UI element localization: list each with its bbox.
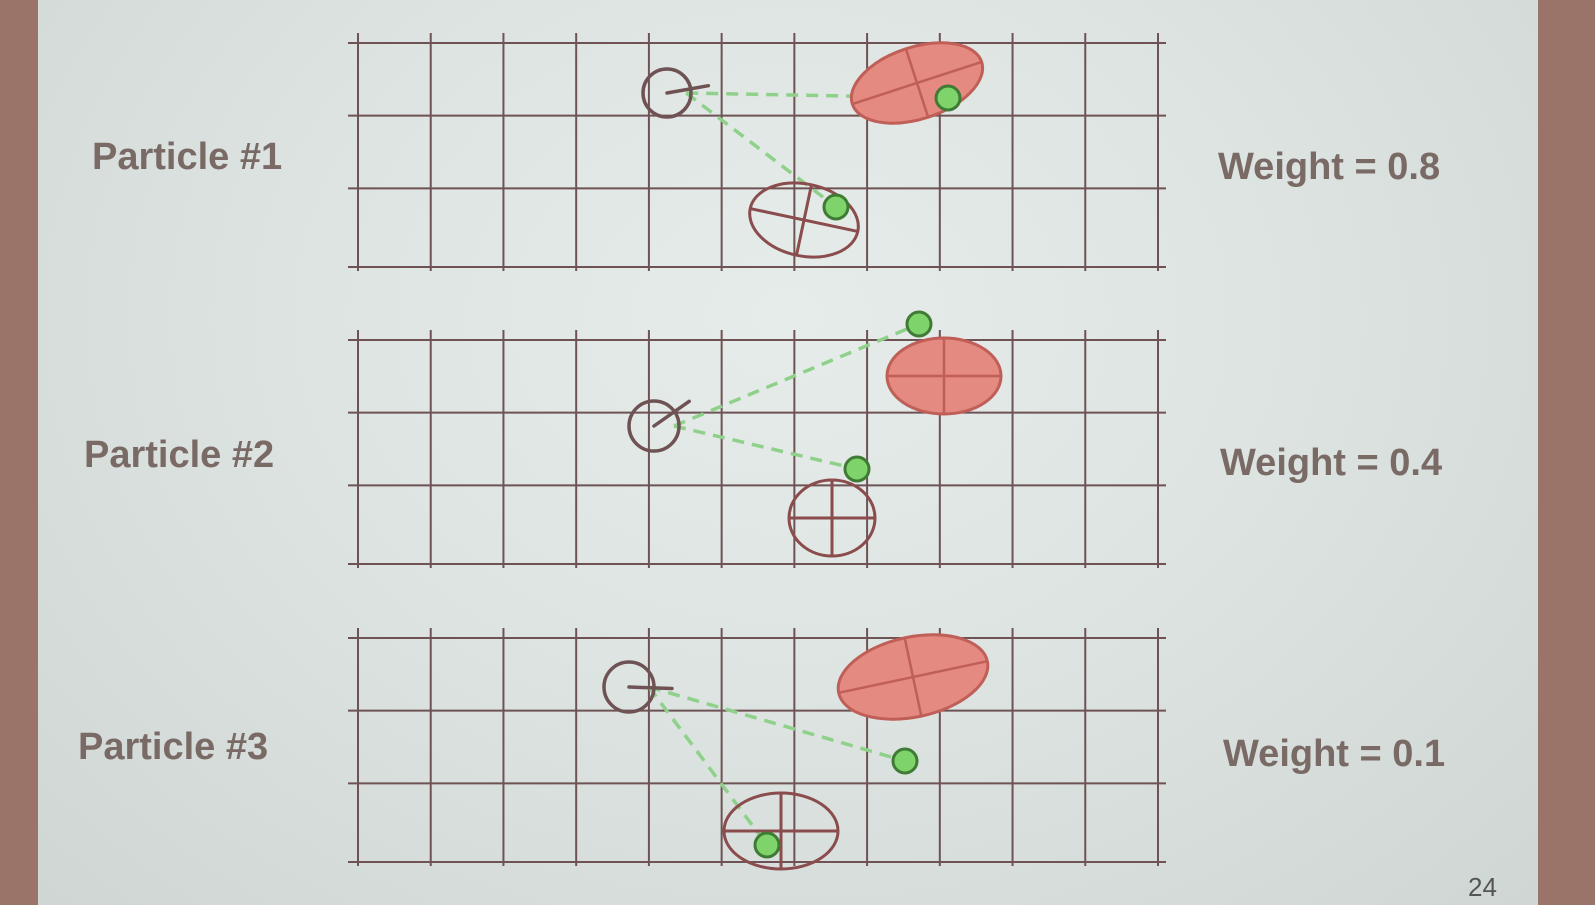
particle-3-grid [348, 628, 1166, 871]
robot-pose [627, 399, 691, 453]
robot-circle [641, 67, 693, 119]
particle-1-weight: Weight = 0.8 [1218, 146, 1441, 188]
landmark-estimate-outline [787, 478, 877, 558]
particle-2-grid [348, 310, 1166, 568]
robot-heading [652, 399, 691, 428]
robot-pose [641, 67, 711, 119]
landmark-axis [904, 48, 930, 118]
particle-3-label: Particle #3 [78, 726, 269, 768]
observation-point [753, 831, 781, 859]
observation-ray [673, 424, 858, 471]
observation-ray [685, 91, 838, 209]
landmark-estimate-filled [885, 336, 1003, 416]
observation-point [905, 310, 933, 338]
landmark-axis [903, 637, 923, 717]
robot-heading [627, 685, 674, 691]
particle-2-label: Particle #2 [84, 434, 275, 476]
grid-lines [348, 330, 1166, 568]
particle-2-weight: Weight = 0.4 [1220, 442, 1443, 484]
observation-point [822, 193, 850, 221]
observation-ray [673, 322, 920, 428]
observation-ray [647, 685, 769, 847]
robot-circle [627, 399, 681, 453]
particle-1-label: Particle #1 [92, 136, 283, 178]
landmark-estimate-filled [849, 41, 985, 125]
observation-point [891, 747, 919, 775]
observation-point [843, 455, 871, 483]
observation-point [934, 84, 962, 112]
observation-ray [686, 91, 949, 100]
particle-1-grid [348, 33, 1166, 271]
particle-3-weight: Weight = 0.1 [1223, 733, 1446, 775]
robot-pose [602, 660, 674, 714]
landmark-estimate-outline [722, 791, 840, 871]
landmark-axis [795, 184, 813, 256]
grid-lines [348, 628, 1166, 866]
landmark-estimate-filled [836, 633, 990, 721]
slide: Particle #1 Weight = 0.8 Particle #2 Wei… [38, 0, 1538, 905]
slide-number: 24 [1468, 872, 1497, 902]
robot-heading [665, 83, 711, 95]
observation-ray [648, 685, 906, 763]
grid-lines [348, 33, 1166, 271]
landmark-estimate-outline [748, 181, 860, 259]
